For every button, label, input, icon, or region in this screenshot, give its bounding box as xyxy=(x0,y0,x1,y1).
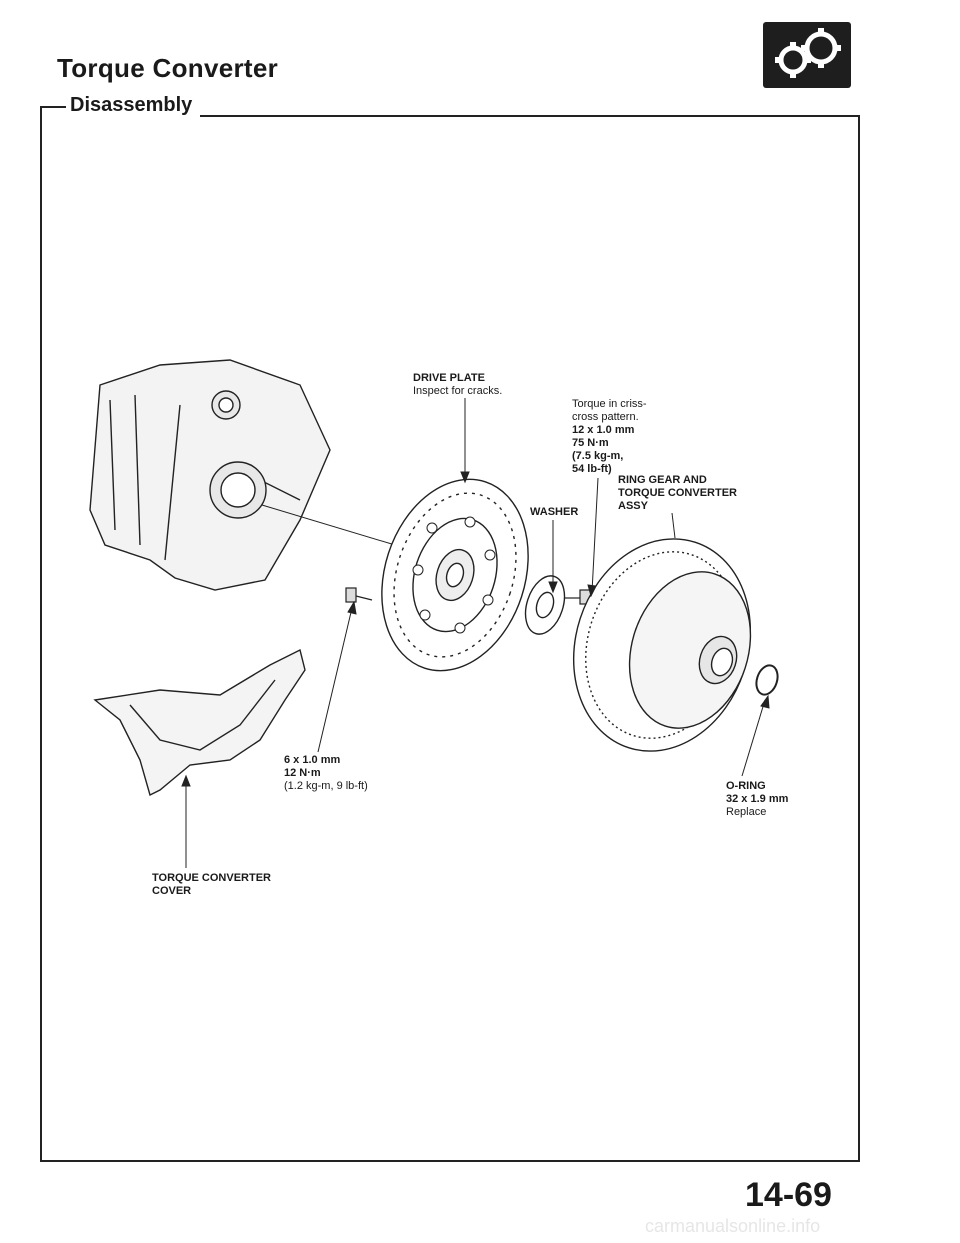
small-bolt-nm: 12 N·m xyxy=(284,767,321,779)
o-ring xyxy=(755,664,779,696)
torque-converter-cover xyxy=(93,648,306,797)
drive-plate-holes xyxy=(412,516,496,634)
o-ring-title: O-RING xyxy=(726,780,766,792)
o-ring-note: Replace xyxy=(726,806,767,818)
drive-plate-note: Inspect for cracks. xyxy=(413,385,503,397)
small-bolt-label: 6 x 1.0 mm 12 N·m (1.2 kg-m, 9 lb-ft) xyxy=(284,754,368,793)
ring-gear-line2: TORQUE CONVERTER xyxy=(618,487,737,499)
bolt-torque-nm: 75 N·m xyxy=(572,437,609,449)
transmission-gears-icon xyxy=(763,22,851,88)
bolt-torque-lb: 54 lb-ft) xyxy=(572,463,612,475)
o-ring-size: 32 x 1.9 mm xyxy=(726,793,789,805)
torque-note-line2: cross pattern. xyxy=(572,411,639,423)
bolt-size: 12 x 1.0 mm xyxy=(572,424,635,436)
washer-label: WASHER xyxy=(530,506,578,519)
bolt-torque-label: Torque in criss- cross pattern. 12 x 1.0… xyxy=(572,398,647,476)
torque-converter xyxy=(572,538,752,752)
frame-border xyxy=(40,106,42,1160)
frame-border xyxy=(200,115,860,117)
cover-line2: COVER xyxy=(152,885,192,897)
watermark: carmanualsonline.info xyxy=(645,1216,821,1236)
washer-text: WASHER xyxy=(530,506,579,518)
frame-border xyxy=(858,115,860,1160)
o-ring-label: O-RING 32 x 1.9 mm Replace xyxy=(726,780,788,819)
drive-plate-label: DRIVE PLATE Inspect for cracks. xyxy=(413,372,502,398)
ring-gear-label: RING GEAR AND TORQUE CONVERTER ASSY xyxy=(618,474,737,513)
assembly-line xyxy=(261,504,396,546)
ring-gear-line3: ASSY xyxy=(618,500,648,512)
frame-border xyxy=(40,1160,860,1162)
section-heading: Disassembly xyxy=(66,94,197,117)
washer xyxy=(524,575,566,635)
page-number: 14-69 xyxy=(745,1176,832,1214)
leader-lines xyxy=(181,398,770,868)
small-bolt-other: (1.2 kg-m, 9 lb-ft) xyxy=(284,780,368,792)
engine-block xyxy=(89,359,331,591)
cover-label: TORQUE CONVERTER COVER xyxy=(152,872,271,898)
cover-bolt xyxy=(345,587,373,603)
torque-note-line1: Torque in criss- xyxy=(572,398,647,410)
frame-border xyxy=(40,106,66,108)
bolt-torque-kg: (7.5 kg-m, xyxy=(572,450,624,462)
drive-plate-title: DRIVE PLATE xyxy=(413,372,485,384)
small-bolt-size: 6 x 1.0 mm xyxy=(284,754,341,766)
cover-line1: TORQUE CONVERTER xyxy=(152,872,271,884)
ring-gear-line1: RING GEAR AND xyxy=(618,474,707,486)
drive-plate xyxy=(381,478,529,672)
page-title: Torque Converter xyxy=(57,53,279,83)
